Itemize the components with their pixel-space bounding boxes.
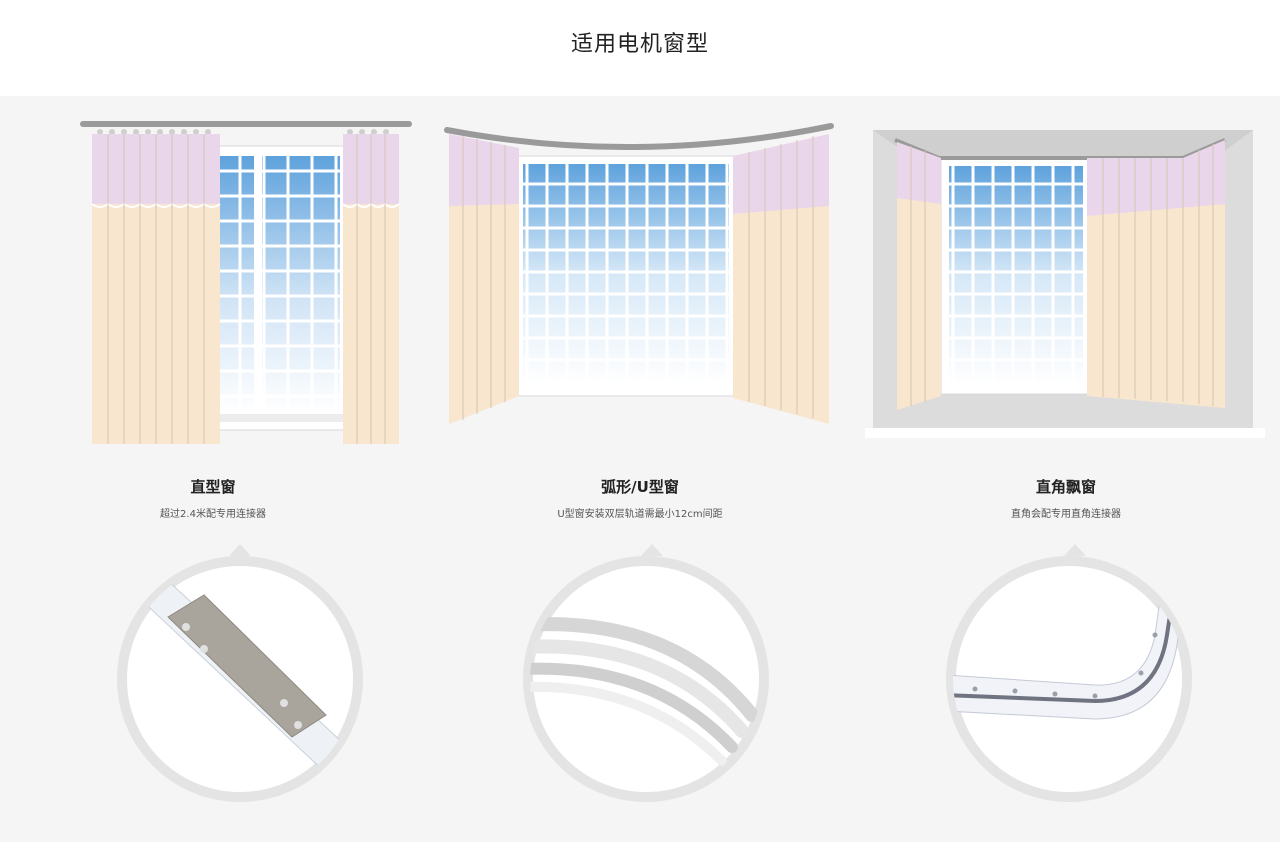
right-curtain xyxy=(342,134,400,444)
header: 适用电机窗型 xyxy=(0,0,1280,96)
left-curtain xyxy=(897,142,941,410)
left-curtain xyxy=(449,134,519,424)
pointer-arrow xyxy=(1064,544,1086,556)
curtain-rail xyxy=(80,121,412,127)
window-type-name: 直角飘窗 xyxy=(1035,478,1096,496)
curved-track-icon xyxy=(523,556,769,802)
window-type-straight: 直型窗 超过2.4米配专用连接器 xyxy=(0,96,426,842)
bay-window-illustration xyxy=(865,130,1265,438)
straight-track-connector-icon xyxy=(117,556,363,802)
curtain-rail xyxy=(444,123,834,151)
window-type-bay: 直角飘窗 直角会配专用直角连接器 xyxy=(853,96,1279,842)
curved-window-illustration xyxy=(444,123,834,424)
window-type-name: 直型窗 xyxy=(190,478,236,496)
right-angle-connector-icon xyxy=(946,556,1192,802)
left-curtain xyxy=(91,134,221,444)
pointer-arrow xyxy=(641,544,663,556)
window-types-section: 直型窗 超过2.4米配专用连接器 xyxy=(0,96,1280,842)
window-type-desc: U型窗安装双层轨道需最小12cm间距 xyxy=(557,509,723,520)
right-curtain xyxy=(733,134,829,424)
straight-window-illustration xyxy=(80,121,412,444)
right-curtain xyxy=(1087,140,1225,408)
page-title: 适用电机窗型 xyxy=(570,32,709,57)
window-type-name: 弧形/U型窗 xyxy=(601,478,679,496)
pointer-arrow xyxy=(229,544,251,556)
window-type-curved: 弧形/U型窗 U型窗安装双层轨道需最小12cm间距 xyxy=(427,96,853,842)
window-type-desc: 超过2.4米配专用连接器 xyxy=(160,509,266,520)
window-type-desc: 直角会配专用直角连接器 xyxy=(1011,509,1121,520)
